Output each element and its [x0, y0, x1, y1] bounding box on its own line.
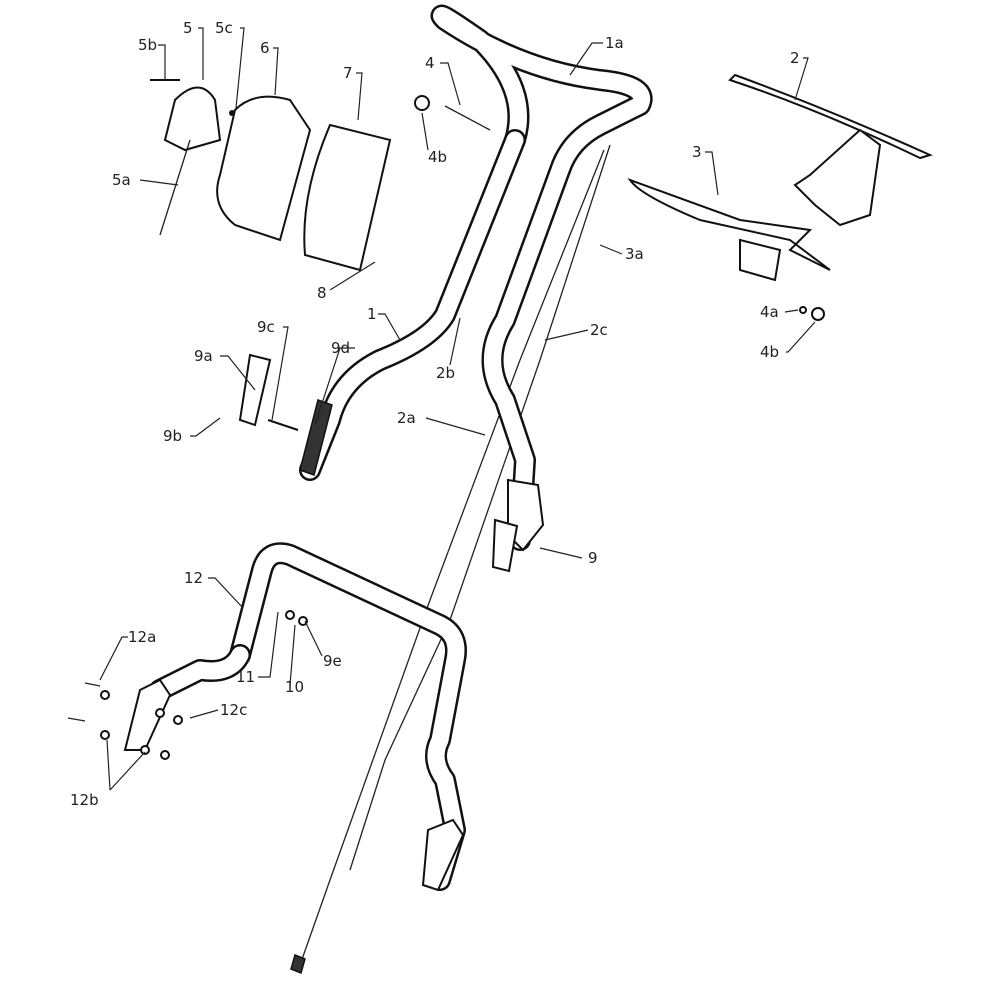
label-2c: 2c	[590, 321, 608, 339]
label-4b-top: 4b	[428, 148, 447, 166]
label-10: 10	[285, 678, 304, 696]
lower-handle	[123, 542, 467, 892]
label-2b: 2b	[436, 364, 455, 382]
label-11: 11	[236, 668, 255, 686]
label-12b: 12b	[70, 791, 99, 809]
label-4a: 4a	[760, 303, 779, 321]
label-3a: 3a	[625, 245, 644, 263]
label-9e: 9e	[323, 652, 342, 670]
leader-lines	[99, 27, 816, 791]
label-1: 1	[367, 305, 377, 323]
control-levers	[627, 73, 933, 321]
label-4: 4	[425, 54, 435, 72]
label-9c: 9c	[257, 318, 275, 336]
label-2a: 2a	[397, 409, 416, 427]
label-12a: 12a	[128, 628, 156, 646]
label-9: 9	[588, 549, 598, 567]
label-5a: 5a	[112, 171, 131, 189]
label-2: 2	[790, 49, 800, 67]
label-12c: 12c	[220, 701, 247, 719]
label-3: 3	[692, 143, 702, 161]
label-1a: 1a	[605, 34, 624, 52]
label-9d: 9d	[331, 339, 350, 357]
label-5: 5	[183, 19, 193, 37]
upper-handle	[299, 4, 653, 573]
grip-parts	[67, 79, 491, 760]
label-8: 8	[317, 284, 327, 302]
label-7: 7	[343, 64, 353, 82]
label-5c: 5c	[215, 19, 233, 37]
part-labels: 5b 5 5c 6 7 4 1a 2 3 5a 4b 3a 8 1 2c 4a …	[70, 19, 800, 809]
label-4b-right: 4b	[760, 343, 779, 361]
label-5b: 5b	[138, 36, 157, 54]
label-12: 12	[184, 569, 203, 587]
label-9b: 9b	[163, 427, 182, 445]
label-6: 6	[260, 39, 270, 57]
label-9a: 9a	[194, 347, 213, 365]
